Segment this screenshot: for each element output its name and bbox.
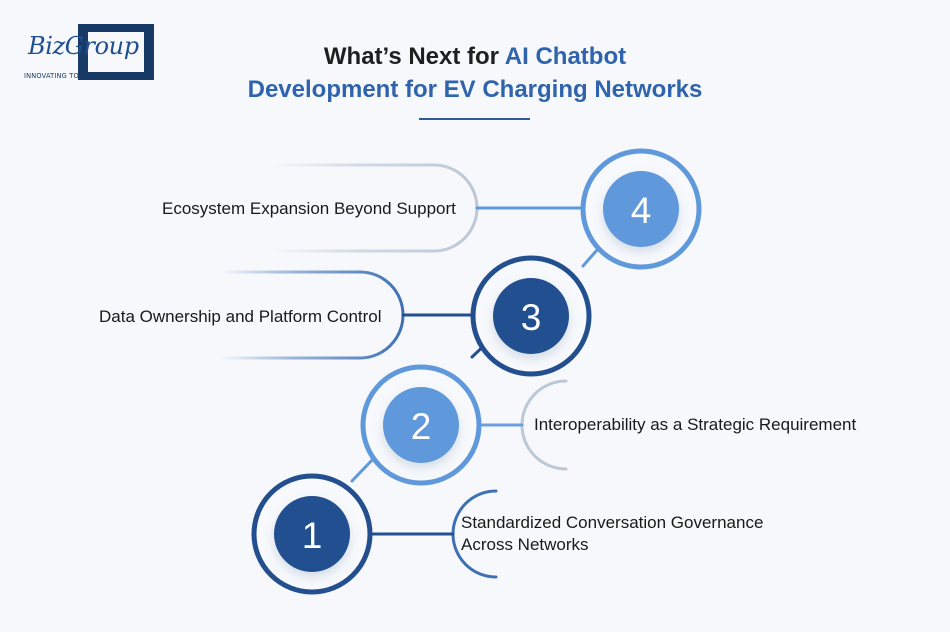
step-4-number: 4 xyxy=(631,190,652,231)
step-4-node: 4 xyxy=(580,148,702,270)
step-3-circle xyxy=(493,278,569,354)
title-accent-line-1: AI Chatbot xyxy=(504,43,627,70)
page-title: What’s Next for AI Chatbot Development f… xyxy=(210,40,740,106)
step-4-circle xyxy=(603,171,679,247)
title-prefix: What’s Next for xyxy=(323,43,505,70)
step-1-number: 1 xyxy=(302,515,323,556)
step-1-label: Standardized Conversation Governance Acr… xyxy=(461,512,763,556)
step-4-label: Ecosystem Expansion Beyond Support xyxy=(162,199,456,218)
step-2-label: Interoperability as a Strategic Requirem… xyxy=(534,415,857,434)
title-accent-line-2: Development for EV Charging Networks xyxy=(247,76,703,103)
logo-frame-inner xyxy=(88,32,144,72)
logo-tagline: INNOVATING TOGETHER xyxy=(24,72,108,80)
step-3-node: 3 xyxy=(470,255,592,377)
step-1-label-line-2: Across Networks xyxy=(461,535,589,554)
logo-frame xyxy=(78,24,154,80)
step-3-number: 3 xyxy=(521,297,542,338)
title-underline xyxy=(419,118,530,120)
step-1-node: 1 xyxy=(251,473,373,595)
logo: BizGroup INNOVATING TOGETHER xyxy=(22,22,162,86)
logo-wordmark: BizGroup xyxy=(28,32,139,60)
step-1-circle xyxy=(274,496,350,572)
connector-2-to-1 xyxy=(350,456,376,483)
step-2-node: 2 xyxy=(360,364,482,486)
step-3-label: Data Ownership and Platform Control xyxy=(99,307,382,326)
step-2-circle xyxy=(383,387,459,463)
step-2-number: 2 xyxy=(411,406,432,447)
step-1-label-line-1: Standardized Conversation Governance xyxy=(461,513,764,532)
